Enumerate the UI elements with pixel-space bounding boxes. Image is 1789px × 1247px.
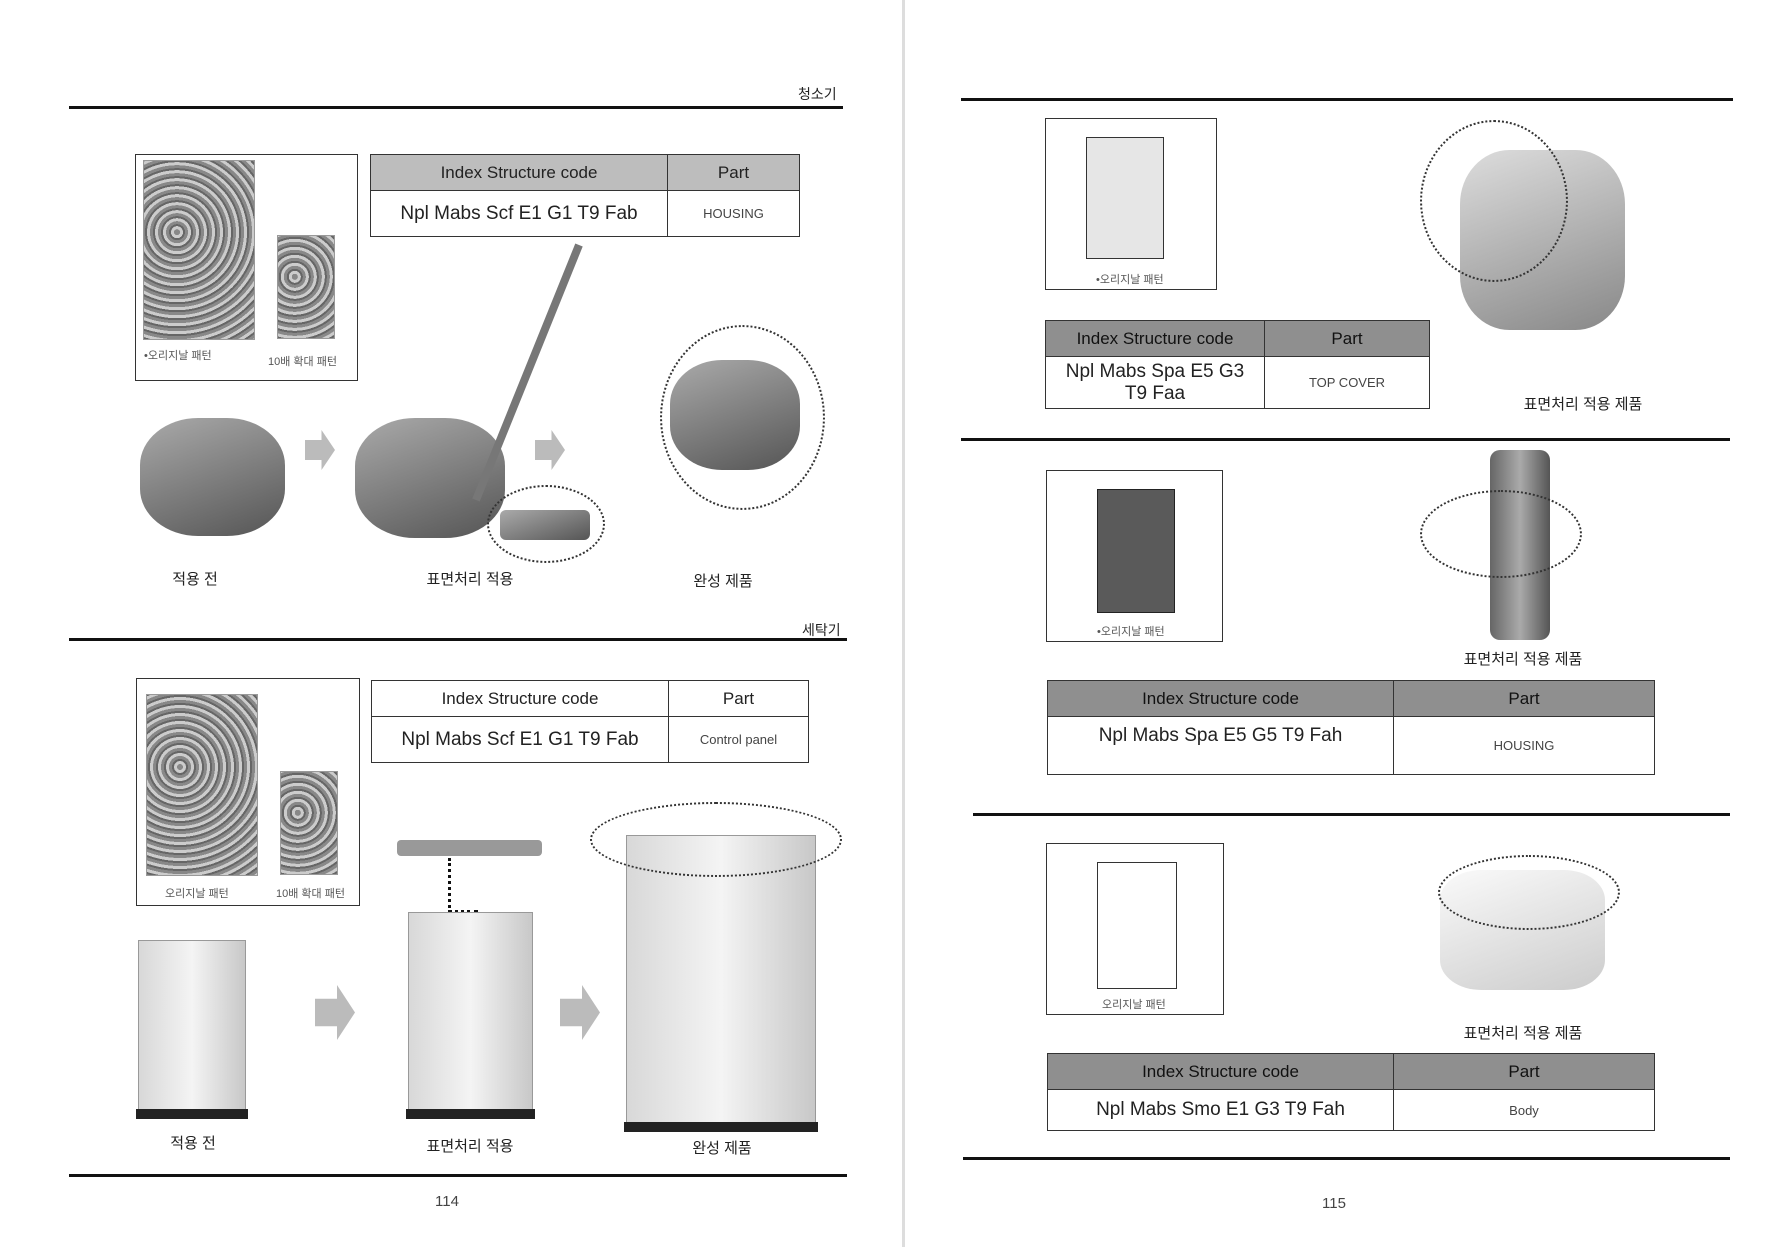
- control-panel: [397, 840, 542, 856]
- pattern-caption: •오리지날 패턴: [144, 350, 212, 362]
- step-label: 적용 전: [172, 571, 218, 588]
- step-label: 표면처리 적용: [426, 1138, 514, 1155]
- divider: [69, 638, 847, 641]
- divider: [963, 1157, 1730, 1160]
- dashed-arrow: [448, 858, 478, 913]
- highlight-circle: [1420, 490, 1582, 578]
- washer-final: [624, 835, 818, 1132]
- page-number: 115: [1322, 1195, 1346, 1212]
- highlight-circle: [1420, 120, 1568, 282]
- divider: [69, 106, 843, 109]
- zoom-caption: 10배 확대 패턴: [268, 356, 337, 368]
- product-caption: 표면처리 적용 제품: [1463, 1025, 1583, 1042]
- pattern-caption: •오리지날 패턴: [1097, 626, 1165, 638]
- washer-applied: [406, 912, 535, 1119]
- highlight-circle: [660, 325, 825, 510]
- divider: [69, 1174, 847, 1177]
- pattern-box: •오리지날 패턴 10배 확대 패턴: [135, 154, 358, 381]
- arrow-icon: [535, 430, 565, 470]
- vacuum-hose: [472, 243, 583, 502]
- zoom-caption: 10배 확대 패턴: [276, 888, 345, 900]
- product-caption: 표면처리 적용 제품: [1463, 651, 1583, 668]
- pattern-box: 오리지날 패턴 10배 확대 패턴: [136, 678, 360, 906]
- pattern-box: •오리지날 패턴: [1046, 470, 1223, 642]
- pattern-caption: 오리지날 패턴: [1102, 999, 1166, 1011]
- swatch: [1097, 489, 1175, 613]
- pattern-caption: •오리지날 패턴: [1096, 274, 1164, 286]
- divider: [961, 98, 1733, 101]
- zoomed-pattern: [280, 771, 338, 875]
- product-caption: 표면처리 적용 제품: [1523, 396, 1643, 413]
- section-title: 청소기: [798, 86, 837, 102]
- washer-before: [136, 940, 248, 1119]
- page-gutter: [902, 0, 905, 1247]
- divider: [973, 813, 1730, 816]
- step-label: 표면처리 적용: [426, 571, 514, 588]
- divider: [961, 438, 1730, 441]
- step-label: 적용 전: [170, 1135, 216, 1152]
- highlight-circle: [1438, 855, 1620, 930]
- pattern-box: •오리지날 패턴: [1045, 118, 1217, 290]
- step-label: 완성 제품: [693, 573, 753, 590]
- step-label: 완성 제품: [692, 1140, 752, 1157]
- arrow-icon: [305, 430, 335, 470]
- vacuum-before: [140, 418, 285, 536]
- swatch: [1086, 137, 1164, 259]
- swatch: [1097, 862, 1177, 989]
- original-pattern: [143, 160, 255, 340]
- page-number: 114: [435, 1193, 459, 1210]
- zoomed-pattern: [277, 235, 335, 339]
- highlight-circle: [487, 485, 605, 563]
- highlight-circle: [590, 802, 842, 877]
- original-pattern: [146, 694, 258, 876]
- pattern-caption: 오리지날 패턴: [165, 888, 229, 900]
- arrow-icon: [315, 985, 355, 1040]
- pattern-box: 오리지날 패턴: [1046, 843, 1224, 1015]
- section-title: 세탁기: [802, 622, 841, 638]
- arrow-icon: [560, 985, 600, 1040]
